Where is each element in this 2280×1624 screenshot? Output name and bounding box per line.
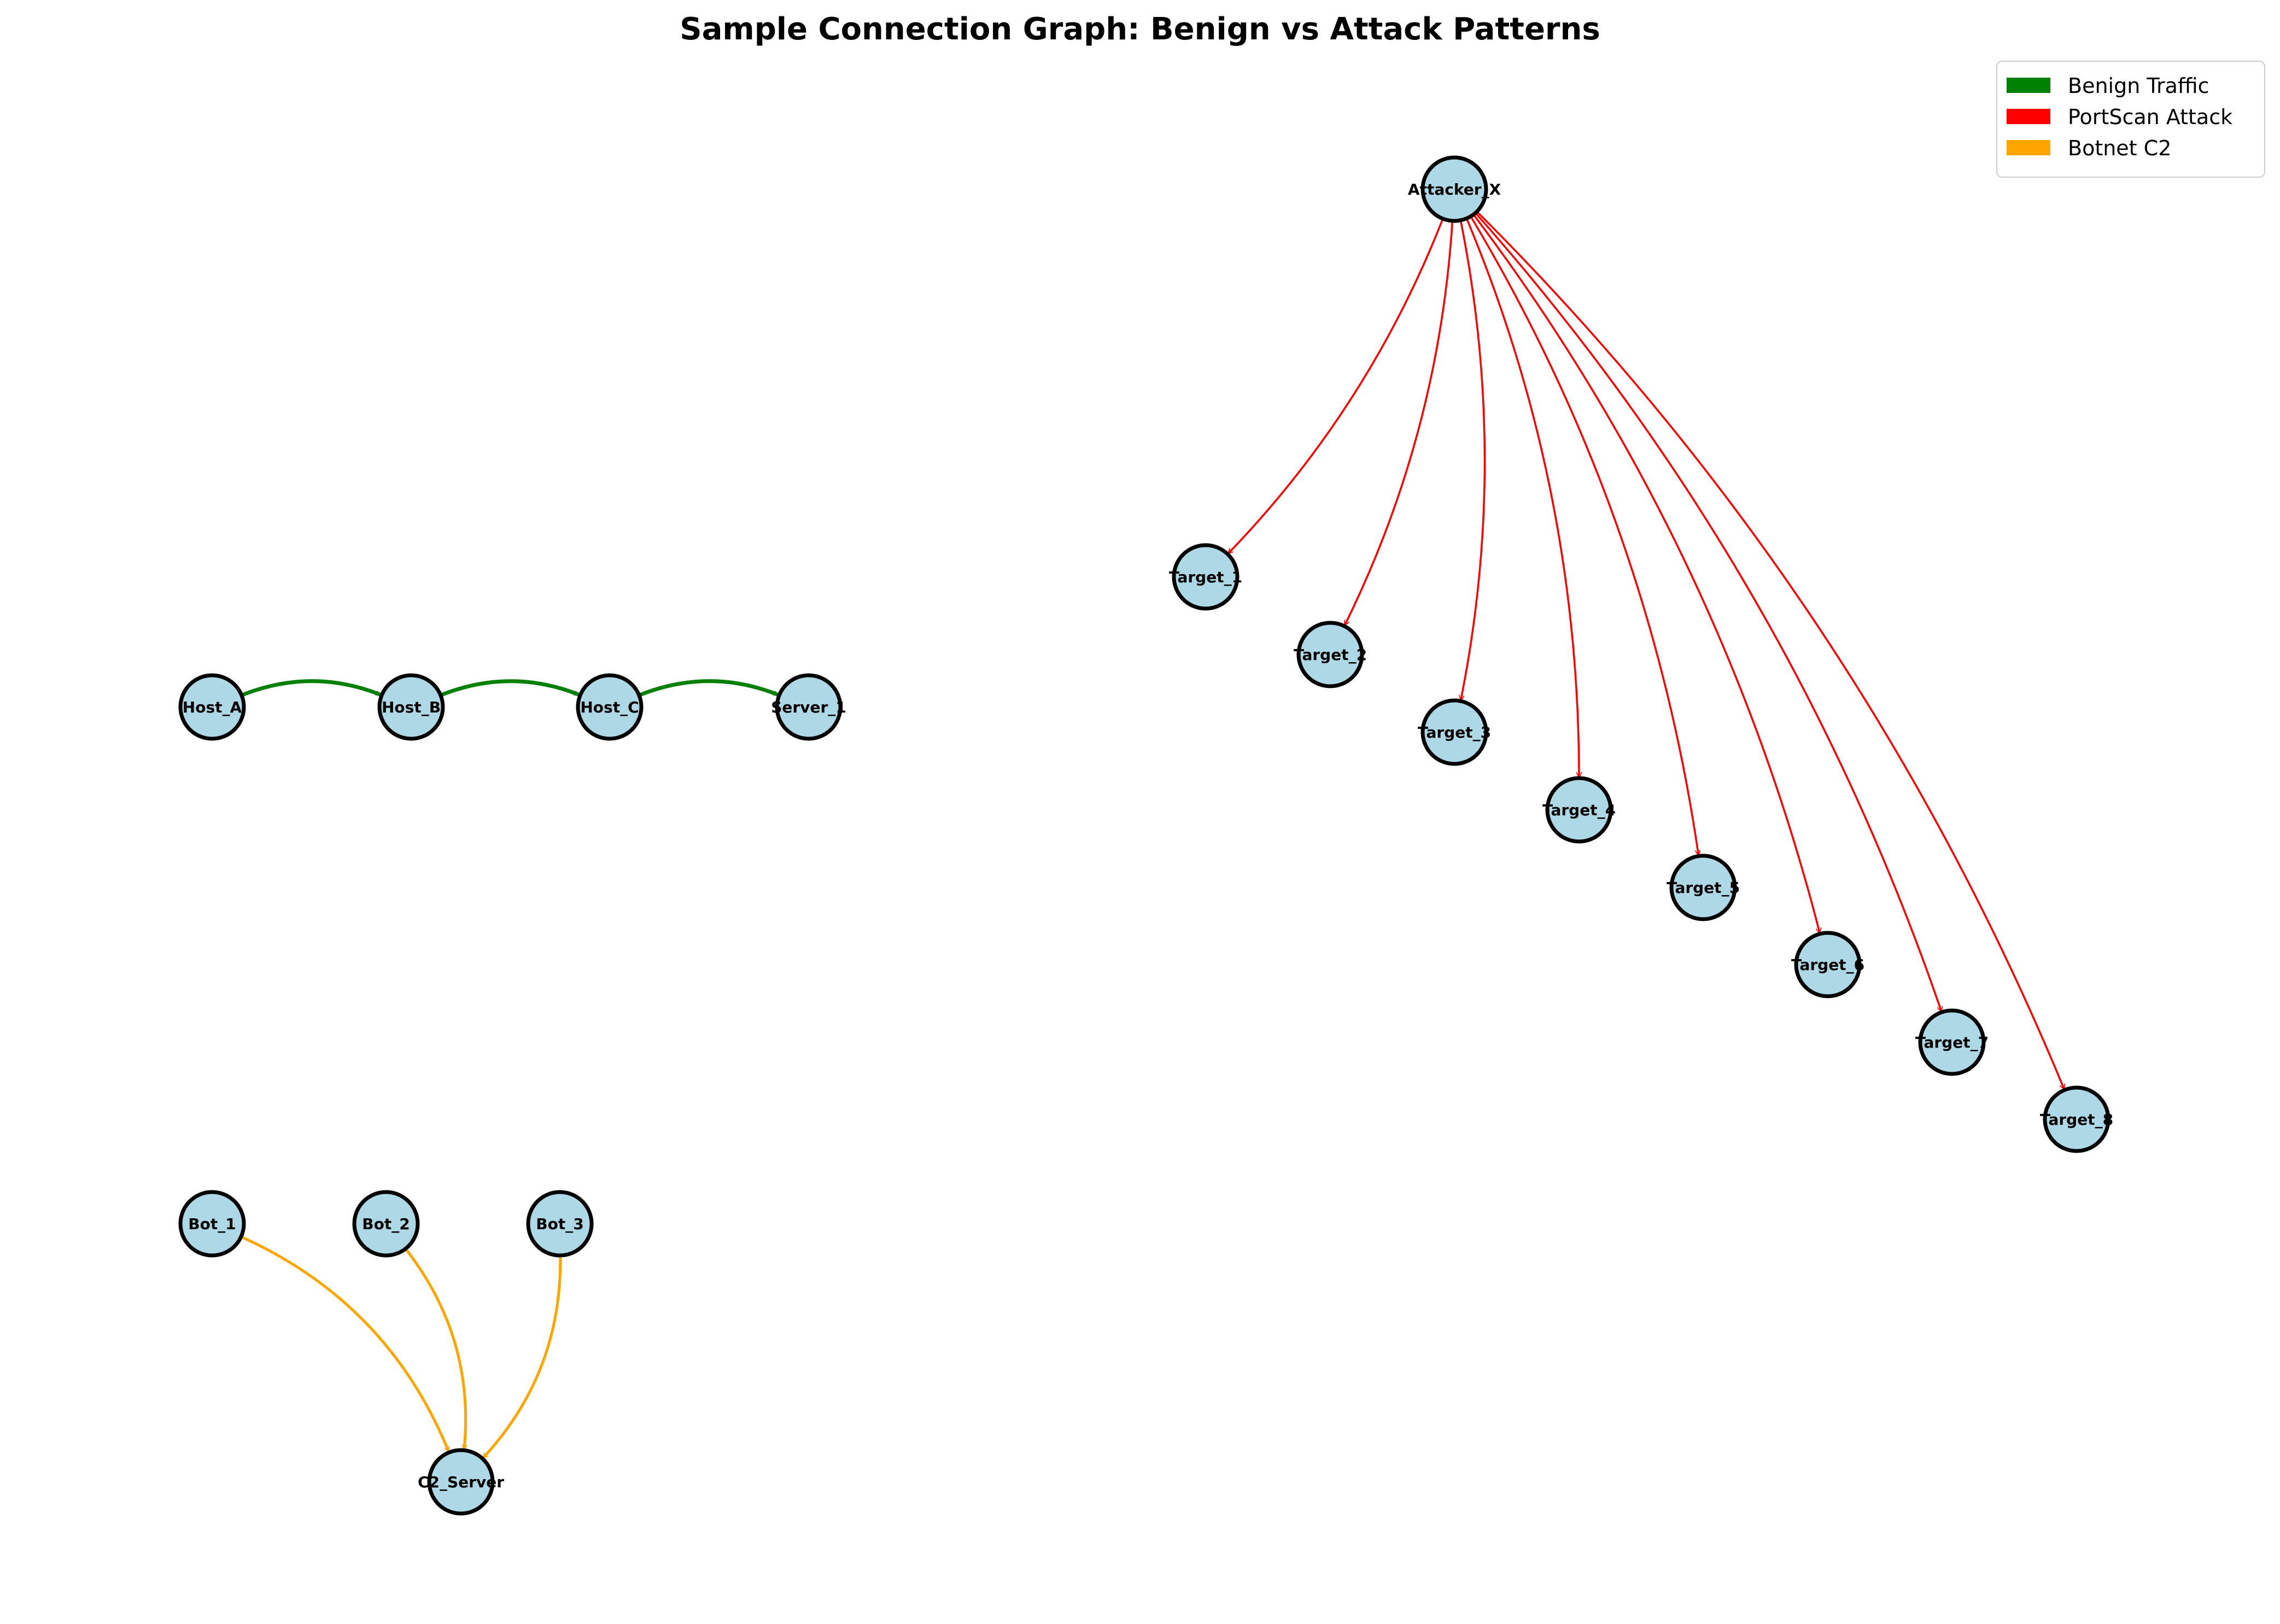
node-circle bbox=[1794, 931, 1862, 998]
node-circle bbox=[1420, 155, 1488, 223]
node-circle bbox=[2043, 1085, 2111, 1153]
node-Host_B: Host_B bbox=[377, 673, 445, 741]
node-circle bbox=[1172, 543, 1240, 611]
node-circle bbox=[1296, 621, 1364, 688]
edge-Attacker_X-to-Target_2 bbox=[1343, 220, 1454, 625]
node-label: Bot_1 bbox=[188, 1215, 236, 1233]
node-circle bbox=[1545, 776, 1613, 844]
node-label: Bot_2 bbox=[362, 1215, 410, 1233]
node-label: Target_7 bbox=[1915, 1033, 1989, 1051]
node-Target_8: Target_8 bbox=[2040, 1085, 2113, 1153]
edge-Host_A-to-Host_B bbox=[241, 679, 382, 697]
node-circle bbox=[1669, 854, 1737, 921]
node-Bot_3: Bot_3 bbox=[526, 1190, 594, 1258]
node-Host_C: Host_C bbox=[576, 673, 644, 741]
edge-Attacker_X-to-Target_1 bbox=[1229, 218, 1444, 553]
node-circle bbox=[352, 1190, 420, 1258]
node-circle bbox=[576, 673, 644, 741]
node-Host_A: Host_A bbox=[178, 673, 246, 741]
node-circle bbox=[526, 1190, 594, 1258]
node-C2_Server: C2_Server bbox=[418, 1448, 504, 1516]
node-circle bbox=[377, 673, 445, 741]
node-Target_4: Target_4 bbox=[1542, 776, 1616, 844]
edge-Bot_2-to-C2_Server bbox=[404, 1248, 466, 1450]
legend-swatch-portscan bbox=[2007, 109, 2050, 124]
legend: Benign Traffic PortScan Attack Botnet C2 bbox=[1996, 61, 2265, 178]
node-label: Target_3 bbox=[1418, 723, 1491, 741]
edges-layer bbox=[240, 211, 2064, 1458]
node-label: Attacker_X bbox=[1408, 180, 1501, 198]
node-circle bbox=[178, 1190, 246, 1258]
edge-Attacker_X-to-Target_5 bbox=[1470, 215, 1699, 855]
edge-Host_B-to-Host_C bbox=[440, 679, 580, 697]
nodes-layer: Host_A Host_B Host_C Server_1 Attacker_X Targ… bbox=[178, 155, 2113, 1516]
edge-Attacker_X-to-Target_8 bbox=[1476, 211, 2064, 1089]
edge-Attacker_X-to-Target_7 bbox=[1475, 212, 1941, 1011]
edge-Bot_1-to-C2_Server bbox=[240, 1235, 450, 1452]
legend-label-portscan: PortScan Attack bbox=[2068, 105, 2232, 129]
node-Attacker_X: Attacker_X bbox=[1408, 155, 1501, 223]
node-label: Host_B bbox=[382, 698, 441, 716]
edge-Attacker_X-to-Target_6 bbox=[1472, 214, 1820, 933]
node-label: Bot_3 bbox=[536, 1215, 583, 1233]
node-Target_6: Target_6 bbox=[1791, 931, 1864, 998]
node-label: Target_6 bbox=[1791, 956, 1864, 974]
node-label: Target_5 bbox=[1667, 879, 1740, 897]
legend-label-botnet: Botnet C2 bbox=[2068, 136, 2171, 160]
node-label: Host_C bbox=[580, 698, 639, 716]
node-Target_7: Target_7 bbox=[1915, 1008, 1989, 1076]
node-circle bbox=[1918, 1008, 1986, 1076]
node-Server_1: Server_1 bbox=[771, 673, 846, 741]
edge-Attacker_X-to-Target_4 bbox=[1465, 218, 1579, 777]
legend-frame bbox=[1996, 61, 2265, 178]
node-circle bbox=[178, 673, 246, 741]
edge-Bot_3-to-C2_Server bbox=[483, 1255, 562, 1458]
node-Bot_2: Bot_2 bbox=[352, 1190, 420, 1258]
node-label: C2_Server bbox=[418, 1473, 504, 1491]
node-Target_2: Target_2 bbox=[1294, 621, 1367, 688]
node-label: Target_2 bbox=[1294, 646, 1367, 664]
node-Target_1: Target_1 bbox=[1169, 543, 1242, 611]
node-label: Target_8 bbox=[2040, 1111, 2113, 1129]
edge-Host_C-to-Server_1 bbox=[638, 679, 779, 697]
node-label: Host_A bbox=[183, 698, 242, 716]
legend-swatch-benign bbox=[2007, 78, 2050, 93]
node-label: Target_4 bbox=[1542, 801, 1616, 819]
node-label: Target_1 bbox=[1169, 568, 1242, 586]
node-Bot_1: Bot_1 bbox=[178, 1190, 246, 1258]
node-Target_3: Target_3 bbox=[1418, 698, 1491, 766]
node-Target_5: Target_5 bbox=[1667, 854, 1740, 921]
node-circle bbox=[427, 1448, 495, 1516]
legend-label-benign: Benign Traffic bbox=[2068, 74, 2209, 98]
node-circle bbox=[1420, 698, 1488, 766]
node-circle bbox=[775, 673, 843, 741]
chart-title: Sample Connection Graph: Benign vs Attac… bbox=[680, 11, 1600, 47]
edge-Attacker_X-to-Target_3 bbox=[1460, 220, 1486, 700]
node-label: Server_1 bbox=[771, 698, 846, 716]
legend-swatch-botnet bbox=[2007, 140, 2050, 155]
